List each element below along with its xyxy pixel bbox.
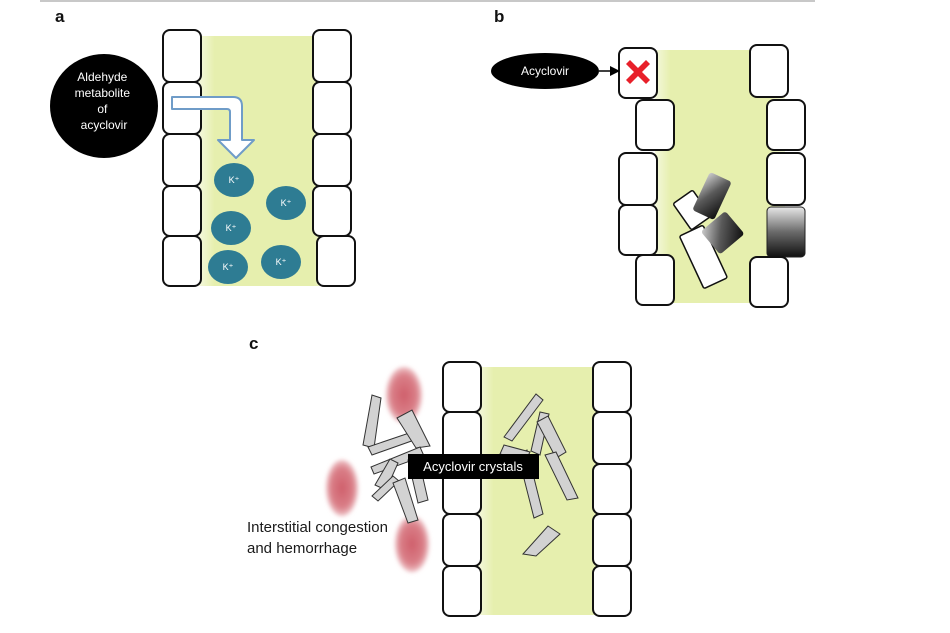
- panel-c: c: [247, 334, 632, 617]
- metabolite-label: Aldehyde metabolite of acyclovir: [75, 70, 134, 132]
- outlined-crystal: [679, 225, 728, 289]
- dark-crystal-block: [766, 206, 806, 258]
- hemorrhage-blob: [326, 367, 429, 572]
- red-x-icon: [626, 60, 650, 84]
- congestion-caption: Interstitial congestion and hemorrhage: [247, 519, 392, 557]
- acyclovir-bubble: [491, 53, 599, 89]
- epithelial-cells-right-a: [312, 29, 356, 287]
- svg-text:K⁺: K⁺: [281, 198, 292, 208]
- acyclovir-label: Acyclovir: [521, 64, 569, 78]
- panel-a: a Aldehyde metabolite of acyclovir: [50, 7, 356, 287]
- potassium-ion: K⁺: [266, 186, 306, 220]
- svg-text:K⁺: K⁺: [229, 175, 240, 185]
- svg-text:K⁺: K⁺: [226, 223, 237, 233]
- epithelial-cells-right-c: [592, 361, 632, 617]
- epithelial-cells-left-c: [442, 361, 482, 617]
- dark-crystal: [701, 212, 744, 254]
- panel-a-label: a: [55, 7, 65, 26]
- panel-c-label: c: [249, 334, 258, 353]
- crystals-label-box: [408, 454, 539, 479]
- svg-text:K⁺: K⁺: [276, 257, 287, 267]
- panel-b-label: b: [494, 7, 504, 26]
- metabolite-bubble: [50, 54, 158, 158]
- crystals-label: Acyclovir crystals: [423, 459, 523, 474]
- tubule-lumen-c: [478, 367, 608, 615]
- potassium-ion: K⁺: [214, 163, 254, 197]
- panel-b: b Acyclovir: [491, 7, 806, 308]
- potassium-ion: K⁺: [208, 250, 248, 284]
- epithelial-cells-right-b: [749, 44, 806, 308]
- svg-text:K⁺: K⁺: [223, 262, 234, 272]
- epithelial-cells-left-a: [162, 29, 202, 287]
- bent-arrow-icon: [171, 96, 255, 159]
- arrow-head: [610, 66, 620, 76]
- dark-crystal: [693, 172, 731, 220]
- tubule-lumen-a: [199, 36, 329, 286]
- potassium-ion: K⁺: [261, 245, 301, 279]
- potassium-ion: K⁺: [211, 211, 251, 245]
